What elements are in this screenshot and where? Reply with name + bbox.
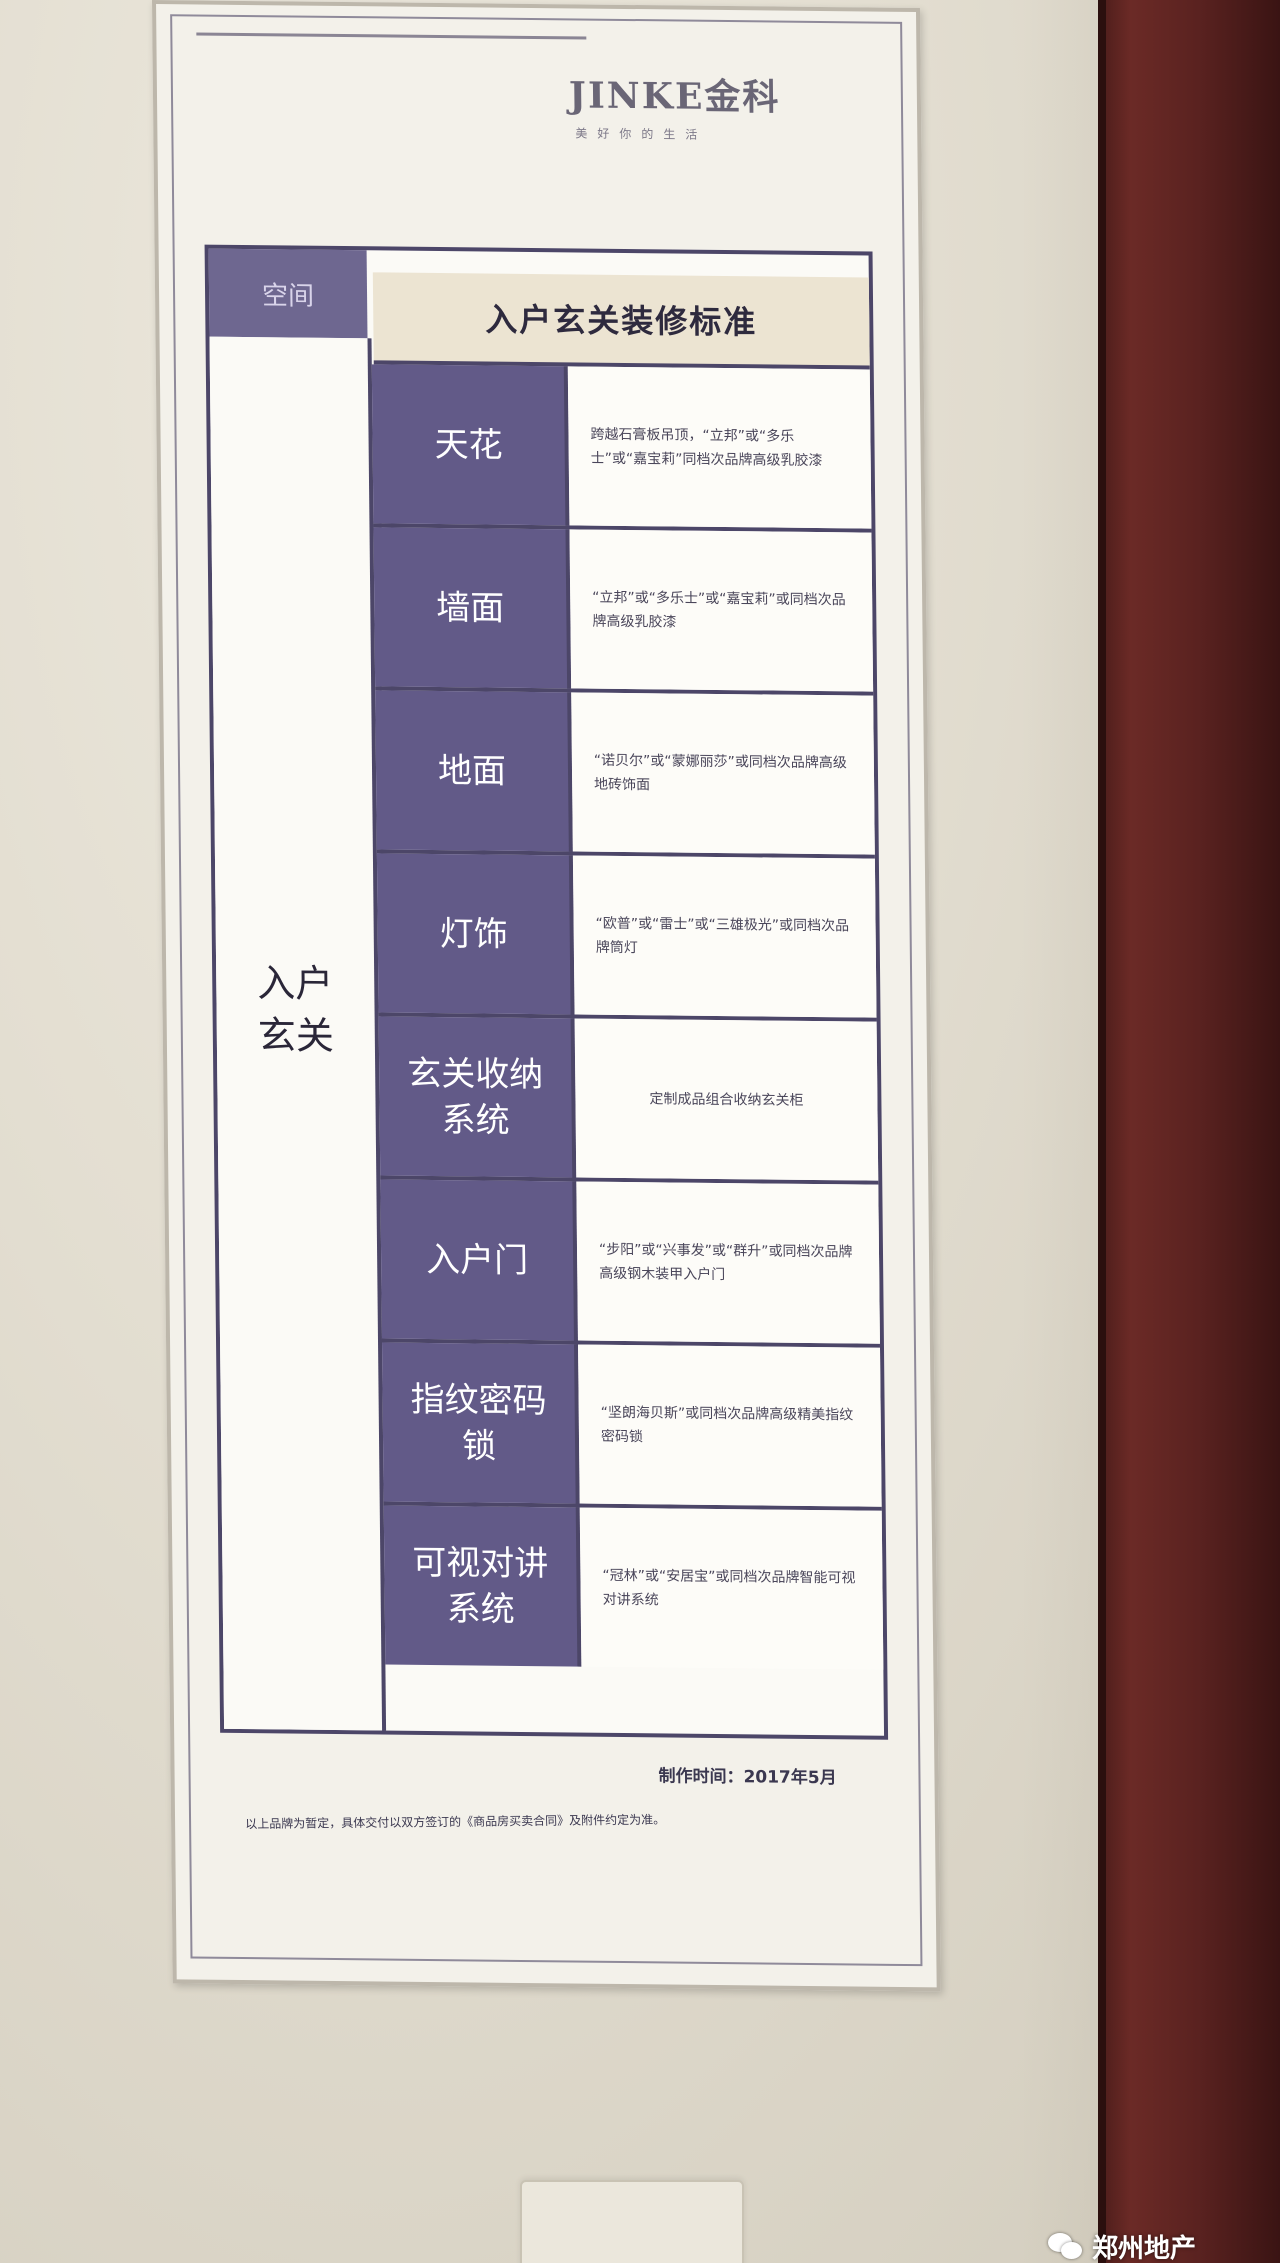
logo-tagline: 美好你的生活 (575, 126, 708, 142)
table-row: 墙面 “立邦”或“多乐士”或“嘉宝莉”或同档次品牌高级乳胶漆 (373, 527, 874, 696)
desc-cell: “欧普”或“雷士”或“三雄极光”或同档次品牌筒灯 (572, 855, 877, 1018)
light-switch-plate (520, 2180, 744, 2263)
production-date: 制作时间：2017年5月 (658, 1766, 837, 1789)
standards-poster: JINKE金科 美好你的生活 空间 入户玄关装修标准 入户玄关 天花 跨越石膏板… (152, 0, 941, 1992)
table-title: 入户玄关装修标准 (372, 272, 870, 370)
desc-cell: “诺贝尔”或“蒙娜丽莎”或同档次品牌高级地砖饰面 (571, 692, 875, 855)
logo-mark: JINKE金科 (568, 74, 781, 119)
desc-cell: 跨越石膏板吊顶，“立邦”或“多乐士”或“嘉宝莉”同档次品牌高级乳胶漆 (567, 366, 872, 529)
desc-cell: 定制成品组合收纳玄关柜 (574, 1018, 879, 1181)
table-row: 地面 “诺贝尔”或“蒙娜丽莎”或同档次品牌高级地砖饰面 (375, 690, 875, 859)
table-row: 灯饰 “欧普”或“雷士”或“三雄极光”或同档次品牌筒灯 (376, 853, 877, 1022)
item-cell: 可视对讲系统 (383, 1505, 582, 1667)
item-cell: 玄关收纳系统 (378, 1016, 577, 1178)
brand-logo: JINKE金科 美好你的生活 (569, 66, 900, 144)
table-row: 入户门 “步阳”或“兴事发”或“群升”或同档次品牌高级钢木装甲入户门 (380, 1179, 880, 1348)
table-row: 天花 跨越石膏板吊顶，“立邦”或“多乐士”或“嘉宝莉”同档次品牌高级乳胶漆 (371, 364, 872, 533)
area-label-text: 入户玄关 (257, 961, 335, 1058)
wechat-icon (1048, 2232, 1084, 2261)
item-cell: 天花 (371, 364, 570, 526)
desc-cell: “步阳”或“兴事发”或“群升”或同档次品牌高级钢木装甲入户门 (576, 1181, 880, 1344)
table-row: 指纹密码锁 “坚朗海贝斯”或同档次品牌高级精美指纹密码锁 (382, 1342, 882, 1511)
area-label: 入户玄关 (216, 957, 375, 1063)
watermark-label: 郑州地产 (1092, 2234, 1197, 2263)
header-space-label: 空间 (208, 248, 368, 339)
door-edge (1098, 0, 1106, 2263)
item-cell: 墙面 (373, 527, 572, 689)
area-column: 入户玄关 (209, 336, 387, 1731)
table-row: 可视对讲系统 “冠林”或“安居宝”或同档次品牌智能可视对讲系统 (383, 1505, 884, 1670)
desc-cell: “冠林”或“安居宝”或同档次品牌智能可视对讲系统 (579, 1507, 884, 1670)
item-cell: 指纹密码锁 (382, 1342, 580, 1504)
item-cell: 入户门 (380, 1179, 578, 1341)
desc-cell: “立邦”或“多乐士”或“嘉宝莉”或同档次品牌高级乳胶漆 (569, 529, 874, 692)
item-cell: 地面 (375, 690, 573, 852)
standards-table: 空间 入户玄关装修标准 入户玄关 天花 跨越石膏板吊顶，“立邦”或“多乐士”或“… (204, 244, 889, 1740)
table-rows: 天花 跨越石膏板吊顶，“立邦”或“多乐士”或“嘉宝莉”同档次品牌高级乳胶漆 墙面… (371, 364, 884, 1735)
account-watermark: 郑州地产 (1048, 2228, 1196, 2263)
desc-cell: “坚朗海贝斯”或同档次品牌高级精美指纹密码锁 (578, 1344, 882, 1507)
item-cell: 灯饰 (376, 853, 575, 1015)
door-frame (1098, 0, 1280, 2263)
table-row: 玄关收纳系统 定制成品组合收纳玄关柜 (378, 1016, 879, 1185)
